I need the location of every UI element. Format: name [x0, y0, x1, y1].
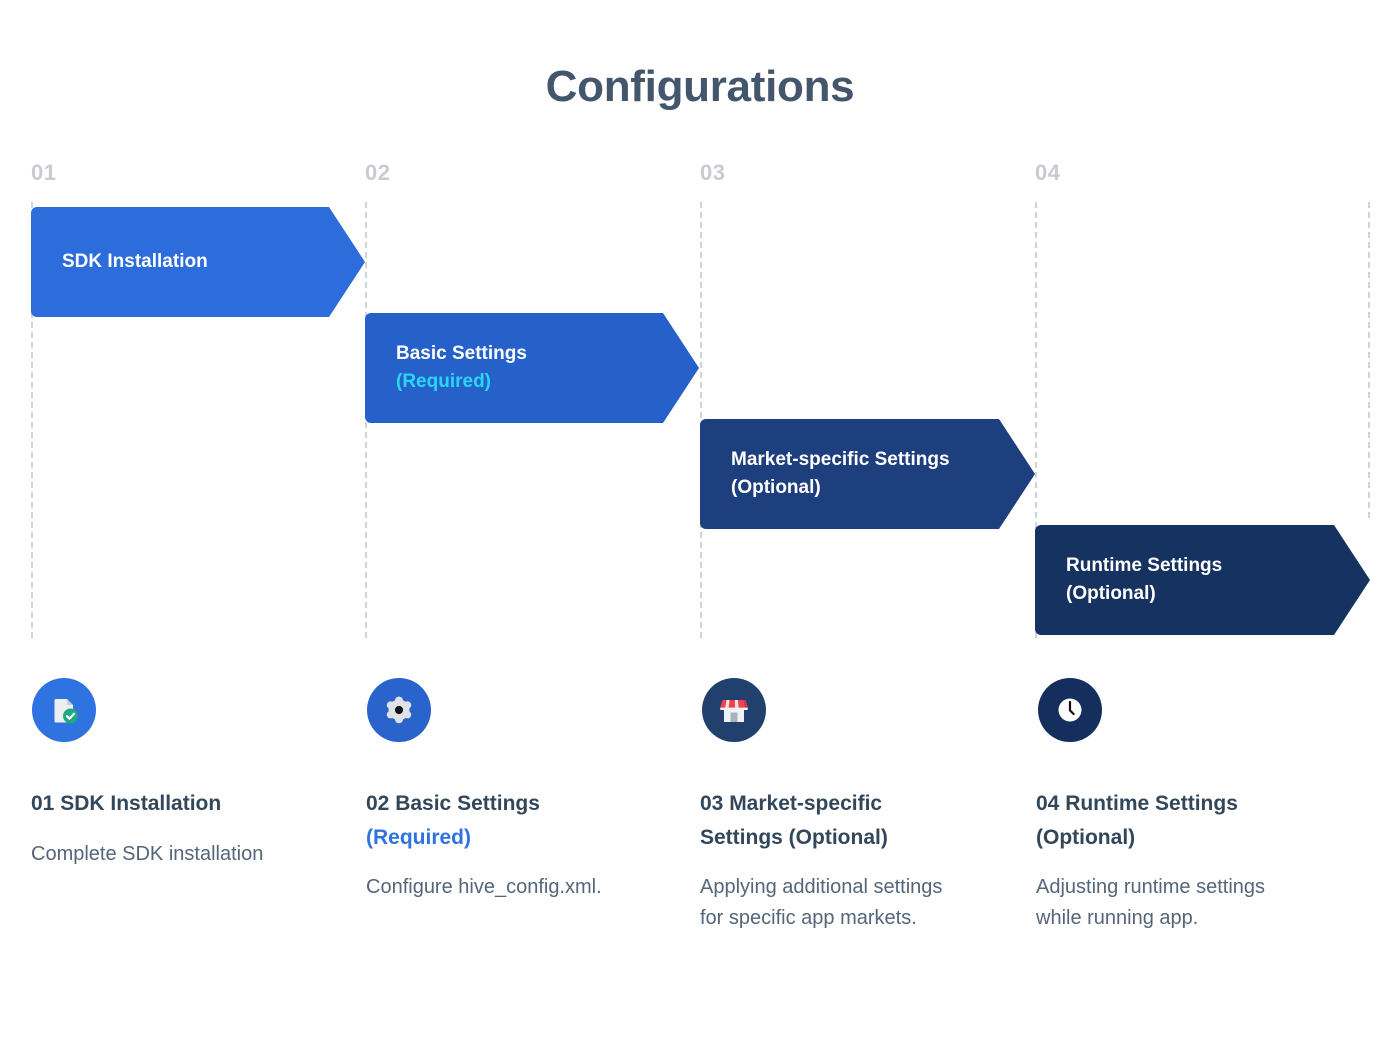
caption-step-03: 03 Market-specific Settings (Optional) A…	[700, 787, 970, 934]
caption-body-03: Applying additional settings for specifi…	[700, 876, 943, 930]
gear-icon	[382, 693, 416, 727]
document-check-icon	[47, 693, 81, 727]
caption-title-03: 03 Market-specific Settings (Optional)	[700, 787, 970, 854]
caption-title-text-01: 01 SDK Installation	[31, 792, 222, 815]
arrow-sublabel-03: (Optional)	[731, 477, 821, 498]
step-number-02: 02	[365, 160, 391, 185]
step-number-03: 03	[700, 160, 726, 185]
caption-title-accent-02: (Required)	[366, 825, 471, 849]
arrow-step-03[interactable]: Market-specific Settings (Optional)	[700, 419, 1035, 529]
arrow-label-01: SDK Installation	[62, 251, 208, 273]
icon-circle-step-04[interactable]	[1038, 678, 1102, 742]
caption-title-text-02: 02 Basic Settings	[366, 792, 540, 815]
icon-circle-step-01[interactable]	[32, 678, 96, 742]
arrow-label-04: Runtime Settings	[1066, 555, 1223, 577]
caption-title-text-04: 04 Runtime Settings (Optional)	[1036, 792, 1238, 849]
caption-title-01: 01 SDK Installation	[31, 787, 321, 821]
caption-title-04: 04 Runtime Settings (Optional)	[1036, 787, 1316, 854]
arrow-step-04[interactable]: Runtime Settings (Optional)	[1035, 525, 1370, 635]
step-number-01: 01	[31, 160, 57, 185]
step-number-04: 04	[1035, 160, 1061, 185]
guide-line-01	[31, 202, 33, 638]
arrow-step-01[interactable]: SDK Installation	[31, 207, 365, 317]
storefront-icon	[716, 692, 752, 728]
guide-line-04	[1035, 202, 1037, 638]
arrow-sublabel-04: (Optional)	[1066, 583, 1156, 604]
arrow-label-02: Basic Settings	[396, 343, 527, 365]
caption-step-01: 01 SDK Installation Complete SDK install…	[31, 787, 321, 870]
arrow-label-03: Market-specific Settings	[731, 449, 950, 471]
arrow-step-02[interactable]: Basic Settings (Required)	[365, 313, 699, 423]
icon-circle-step-02[interactable]	[367, 678, 431, 742]
arrow-sublabel-02: (Required)	[396, 371, 491, 392]
page-title: Configurations	[545, 62, 855, 111]
guide-line-05	[1368, 202, 1370, 518]
caption-step-02: 02 Basic Settings (Required) Configure h…	[366, 787, 656, 903]
caption-body-01: Complete SDK installation	[31, 842, 264, 865]
clock-icon	[1053, 693, 1087, 727]
caption-body-04: Adjusting runtime settings while running…	[1036, 876, 1266, 930]
caption-title-text-03: 03 Market-specific Settings (Optional)	[700, 792, 888, 849]
icon-circle-step-03[interactable]	[702, 678, 766, 742]
caption-step-04: 04 Runtime Settings (Optional) Adjusting…	[1036, 787, 1316, 934]
caption-title-02: 02 Basic Settings (Required)	[366, 787, 656, 854]
caption-body-02: Configure hive_config.xml.	[366, 876, 602, 899]
